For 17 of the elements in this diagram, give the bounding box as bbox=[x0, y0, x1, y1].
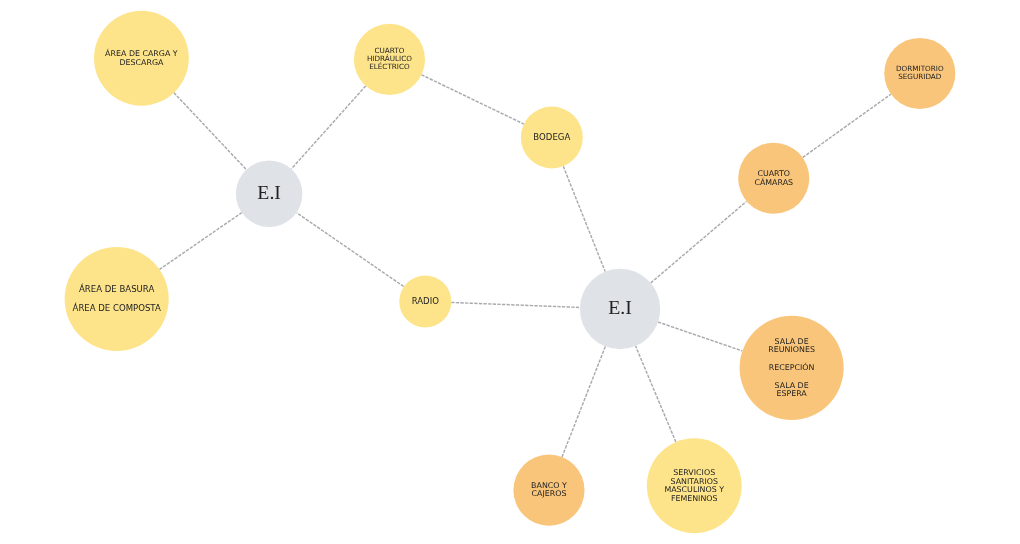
connector bbox=[420, 74, 525, 125]
node-circle: E.I bbox=[579, 268, 661, 350]
connector bbox=[173, 92, 248, 171]
node-circle: RADIO bbox=[399, 275, 452, 328]
node-circle: BODEGA bbox=[520, 106, 583, 169]
connector bbox=[802, 93, 892, 159]
connector bbox=[561, 345, 607, 458]
connector bbox=[158, 212, 243, 271]
connector bbox=[450, 301, 581, 309]
connector bbox=[634, 345, 677, 443]
connector bbox=[562, 165, 606, 273]
node-circle: ÁREA DE BASURA ÁREA DE COMPOSTA bbox=[64, 247, 169, 352]
connector bbox=[296, 212, 405, 288]
connector bbox=[650, 200, 748, 284]
connector bbox=[290, 85, 367, 170]
node-circle: E.I bbox=[235, 160, 303, 227]
connector bbox=[657, 321, 743, 352]
